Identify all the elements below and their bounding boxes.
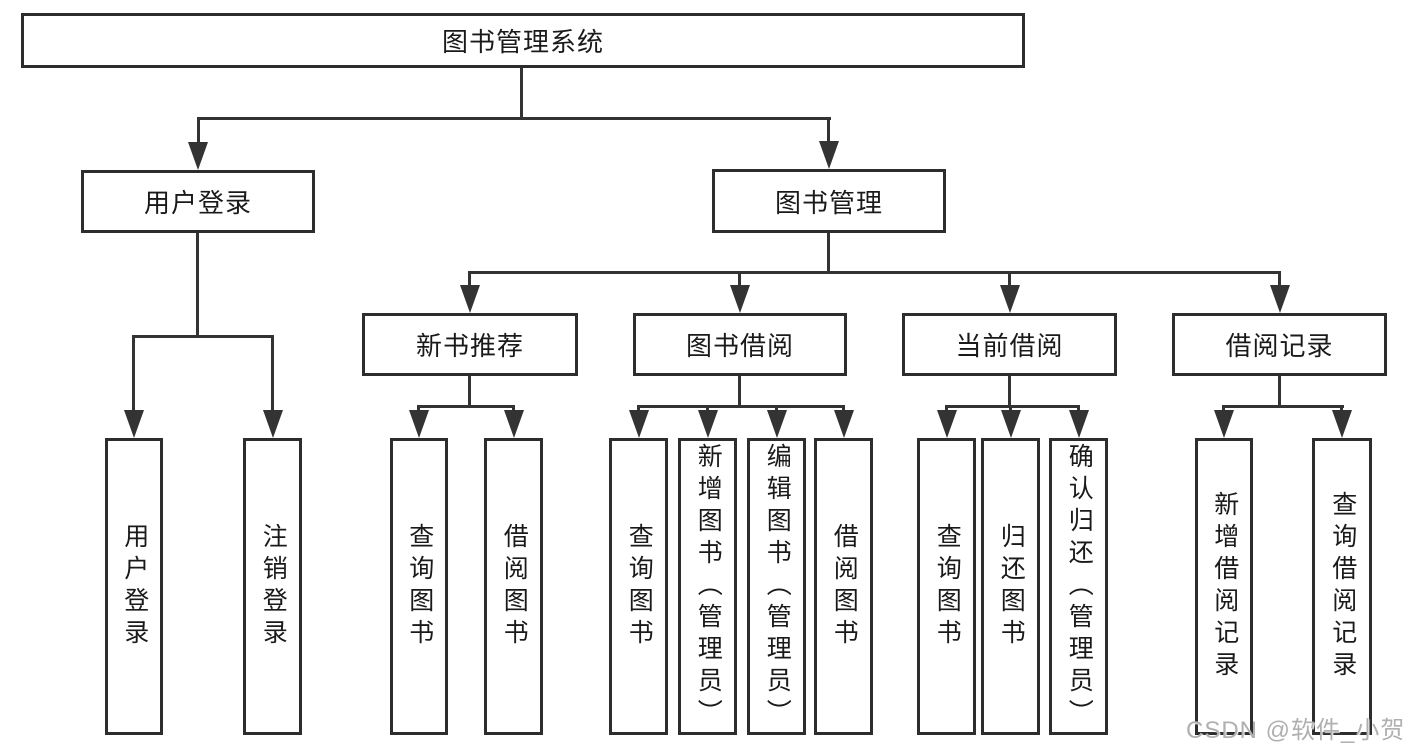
- leaf-label: 查询图书: [625, 522, 654, 651]
- arrow-down-icon: [698, 410, 718, 438]
- connector-vline: [417, 405, 420, 414]
- watermark: CSDN @软件_小贺同学: [1186, 717, 1405, 744]
- connector-vline: [827, 117, 830, 149]
- connector-vline: [512, 405, 515, 414]
- node-book-borrow: 图书借阅: [633, 313, 847, 376]
- arrow-down-icon: [504, 410, 524, 438]
- connector-hline: [468, 271, 1281, 274]
- arrow-down-icon: [1214, 410, 1234, 438]
- connector-vline: [1008, 271, 1011, 289]
- connector-vline: [1278, 271, 1281, 289]
- connector-vline: [520, 68, 523, 117]
- node-current-borrow: 当前借阅: [902, 313, 1117, 376]
- leaf-query-book-2: 查询图书: [609, 438, 668, 735]
- arrow-down-icon: [629, 410, 649, 438]
- leaf-label: 编辑图书（管理员）: [763, 442, 792, 731]
- leaf-query-book-3: 查询图书: [917, 438, 976, 735]
- connector-vline: [468, 376, 471, 407]
- connector-hline: [945, 405, 1080, 408]
- connector-vline: [637, 405, 640, 414]
- leaf-label: 查询图书: [933, 522, 962, 651]
- connector-vline: [738, 271, 741, 289]
- connector-hline: [197, 117, 831, 120]
- connector-vline: [738, 376, 741, 407]
- leaf-confirm-return-admin: 确认归还（管理员）: [1049, 438, 1108, 735]
- arrow-down-icon: [1000, 285, 1020, 313]
- leaf-label: 借阅图书: [500, 522, 529, 651]
- leaf-query-book-1: 查询图书: [390, 438, 448, 735]
- arrow-down-icon: [937, 410, 957, 438]
- arrow-down-icon: [1270, 285, 1290, 313]
- arrow-down-icon: [1001, 410, 1021, 438]
- connector-vline: [706, 405, 709, 414]
- leaf-return-book: 归还图书: [981, 438, 1040, 735]
- node-borrow-records: 借阅记录: [1172, 313, 1387, 376]
- node-library-system: 图书管理系统: [21, 13, 1025, 68]
- leaf-add-book-admin: 新增图书（管理员）: [678, 438, 737, 735]
- leaf-label: 新增图书（管理员）: [694, 442, 723, 731]
- leaf-label: 确认归还（管理员）: [1065, 442, 1094, 731]
- connector-vline: [468, 271, 471, 289]
- node-book-management: 图书管理: [712, 169, 946, 233]
- leaf-user-login: 用户登录: [105, 438, 163, 735]
- leaf-label: 用户登录: [120, 522, 149, 651]
- connector-vline: [842, 405, 845, 414]
- connector-hline: [132, 335, 274, 338]
- connector-vline: [1077, 405, 1080, 414]
- node-new-book-recommend: 新书推荐: [362, 313, 578, 376]
- connector-vline: [1009, 405, 1012, 414]
- connector-vline: [271, 335, 274, 413]
- arrow-down-icon: [1332, 410, 1352, 438]
- leaf-borrow-book-1: 借阅图书: [484, 438, 543, 735]
- leaf-label: 归还图书: [997, 522, 1026, 651]
- node-user-login: 用户登录: [81, 170, 315, 233]
- leaf-add-borrow-record: 新增借阅记录: [1195, 438, 1253, 735]
- arrow-down-icon: [767, 410, 787, 438]
- arrow-down-icon: [460, 285, 480, 313]
- leaf-label: 查询图书: [405, 522, 434, 651]
- leaf-label: 借阅图书: [830, 522, 859, 651]
- leaf-query-borrow-record: 查询借阅记录: [1312, 438, 1372, 735]
- leaf-logout: 注销登录: [243, 438, 302, 735]
- leaf-label: 新增借阅记录: [1210, 490, 1239, 683]
- connector-vline: [197, 117, 200, 149]
- connector-vline: [1278, 376, 1281, 407]
- leaf-borrow-book-2: 借阅图书: [814, 438, 873, 735]
- leaf-label: 查询借阅记录: [1328, 490, 1357, 683]
- connector-vline: [945, 405, 948, 414]
- arrow-down-icon: [819, 141, 839, 169]
- arrow-down-icon: [124, 410, 144, 438]
- arrow-down-icon: [188, 142, 208, 170]
- leaf-edit-book-admin: 编辑图书（管理员）: [747, 438, 806, 735]
- arrow-down-icon: [409, 410, 429, 438]
- connector-vline: [1222, 405, 1225, 414]
- leaf-label: 注销登录: [259, 522, 288, 651]
- connector-vline: [775, 405, 778, 414]
- arrow-down-icon: [1069, 410, 1089, 438]
- connector-vline: [132, 335, 135, 413]
- connector-vline: [1008, 376, 1011, 407]
- connector-vline: [196, 233, 199, 338]
- connector-hline: [1222, 405, 1344, 408]
- arrow-down-icon: [834, 410, 854, 438]
- connector-vline: [827, 233, 830, 274]
- connector-vline: [1340, 405, 1343, 414]
- arrow-down-icon: [730, 285, 750, 313]
- arrow-down-icon: [263, 410, 283, 438]
- connector-hline: [417, 405, 515, 408]
- connector-hline: [637, 405, 845, 408]
